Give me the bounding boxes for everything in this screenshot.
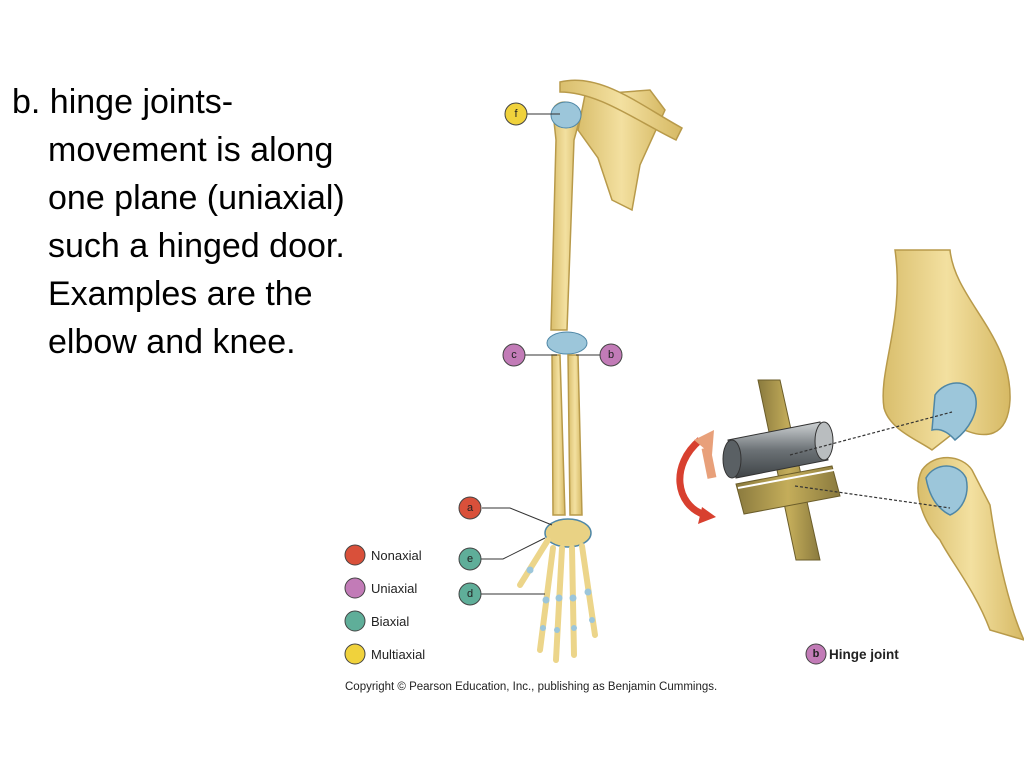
label-f: f <box>504 102 528 126</box>
label-c-text: c <box>511 349 517 361</box>
label-f-text: f <box>514 108 518 120</box>
legend-biaxial: Biaxial <box>344 610 409 632</box>
hinge-joint-caption: b Hinge joint <box>805 643 899 665</box>
leader-lines <box>481 113 600 595</box>
slide-body-text: b. hinge joints-movement is along one pl… <box>12 83 345 361</box>
rotation-arrow-icon <box>676 437 707 519</box>
hinge-caption-letter: b <box>813 648 820 660</box>
label-d-text: d <box>467 588 473 600</box>
clavicle <box>559 79 683 141</box>
legend-nonaxial: Nonaxial <box>344 544 422 566</box>
hinge-model <box>676 379 841 561</box>
label-e: e <box>458 547 482 571</box>
svg-text:Uniaxial: Uniaxial <box>371 581 417 596</box>
legend-swatch <box>344 610 366 632</box>
label-b-text: b <box>608 349 614 361</box>
legend-swatch <box>344 544 366 566</box>
shoulder-cartilage <box>550 101 582 129</box>
svg-text:Multiaxial: Multiaxial <box>371 647 425 662</box>
legend-uniaxial: Uniaxial <box>344 577 417 599</box>
label-d: d <box>458 582 482 606</box>
carpals <box>544 518 592 548</box>
copyright-text: Copyright © Pearson Education, Inc., pub… <box>345 681 717 693</box>
elbow-cartilage <box>546 331 588 355</box>
legend-swatch <box>344 577 366 599</box>
arm-skeleton <box>517 79 683 663</box>
label-a-text: a <box>467 502 474 514</box>
dashed-connectors <box>789 411 953 509</box>
legend-multiaxial: Multiaxial <box>344 643 425 665</box>
ulna <box>567 354 583 516</box>
elbow-bones <box>882 249 1024 641</box>
label-e-text: e <box>467 553 473 565</box>
label-b: b <box>599 343 623 367</box>
joint-type-legend: Nonaxial Uniaxial Biaxial Multiaxial <box>344 544 425 665</box>
label-a: a <box>458 496 482 520</box>
humerus <box>550 101 581 331</box>
trochlear-notch-cartilage <box>925 465 968 516</box>
finger-joint-cartilage <box>526 566 595 633</box>
legend-swatch <box>344 643 366 665</box>
hinge-caption-text: Hinge joint <box>829 647 899 662</box>
label-markers: f c b a e d <box>458 102 623 606</box>
label-c: c <box>502 343 526 367</box>
svg-text:Nonaxial: Nonaxial <box>371 548 422 563</box>
radius <box>551 354 566 516</box>
svg-text:Biaxial: Biaxial <box>371 614 409 629</box>
lower-cylinder <box>735 465 841 515</box>
trochlea-cartilage <box>931 382 977 442</box>
